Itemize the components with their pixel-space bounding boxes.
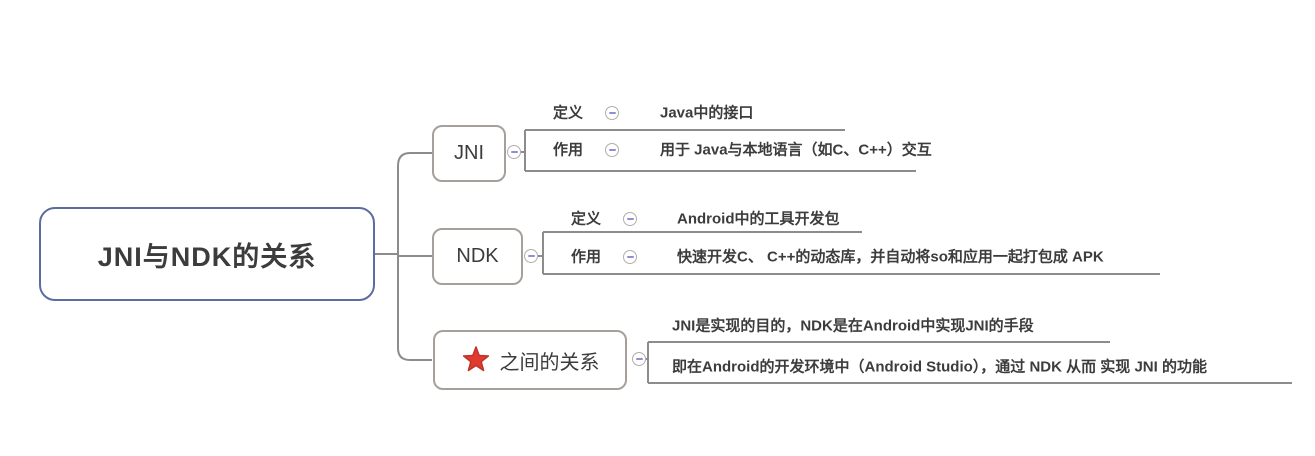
collapse-button-jni-usage[interactable] xyxy=(605,143,619,157)
topic-ndk-usage-label[interactable]: 作用 xyxy=(571,248,602,266)
collapse-button-ndk-definition[interactable] xyxy=(623,212,637,226)
topic-jni-definition-label[interactable]: 定义 xyxy=(553,104,584,122)
branch-node-ndk[interactable]: NDK xyxy=(432,228,523,285)
collapse-button-ndk[interactable] xyxy=(524,249,538,263)
topic-relationship-point-2[interactable]: 即在Android的开发环境中（Android Studio），通过 NDK 从… xyxy=(672,358,1207,376)
topic-jni-definition-value[interactable]: Java中的接口 xyxy=(660,104,754,122)
branch-node-relationship-label: 之间的关系 xyxy=(499,351,600,374)
topic-ndk-definition-value[interactable]: Android中的工具开发包 xyxy=(677,210,840,228)
topic-ndk-usage-value[interactable]: 快速开发C、 C++的动态库，并自动将so和应用一起打包成 APK xyxy=(677,248,1104,266)
collapse-button-relationship[interactable] xyxy=(632,352,646,366)
branch-node-relationship[interactable]: 之间的关系 xyxy=(433,330,627,390)
collapse-button-ndk-usage[interactable] xyxy=(623,250,637,264)
root-node[interactable]: JNI与NDK的关系 xyxy=(39,207,375,301)
topic-jni-usage-label[interactable]: 作用 xyxy=(553,141,584,159)
topic-ndk-definition-label[interactable]: 定义 xyxy=(571,210,602,228)
topic-jni-usage-value[interactable]: 用于 Java与本地语言（如C、C++）交互 xyxy=(660,141,932,159)
collapse-button-jni-definition[interactable] xyxy=(605,106,619,120)
topic-relationship-point-1[interactable]: JNI是实现的目的，NDK是在Android中实现JNI的手段 xyxy=(672,317,1034,335)
collapse-button-jni[interactable] xyxy=(507,145,521,159)
red-star-icon xyxy=(462,346,489,372)
branch-node-jni[interactable]: JNI xyxy=(432,125,506,182)
